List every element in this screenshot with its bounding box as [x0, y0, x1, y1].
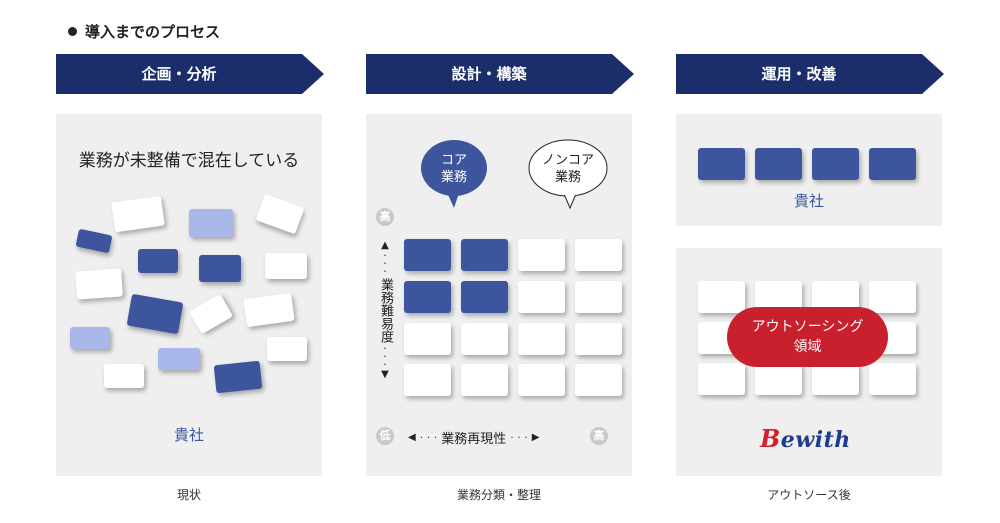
- grid-cell: [698, 281, 745, 313]
- noncore-bubble-text: ノンコア 業務: [526, 152, 610, 186]
- caption-current: 現状: [176, 488, 201, 502]
- task-card: [189, 209, 233, 237]
- high-circle-right: 高: [590, 427, 608, 445]
- step-label-1: 企画・分析: [141, 65, 217, 83]
- task-card: [265, 253, 307, 279]
- outsourcing-area-badge: アウトソーシング 領域: [727, 307, 888, 367]
- task-card: [138, 249, 178, 273]
- caption-design: 業務分類・整理: [456, 488, 541, 502]
- grid-cell: [404, 281, 451, 313]
- grid-cell: [461, 281, 508, 313]
- grid-cell: [461, 323, 508, 355]
- grid-cell: [869, 281, 916, 313]
- bewith-logo-rest: ewith: [780, 427, 851, 453]
- arrow-down-icon: ▼: [381, 369, 389, 380]
- low-circle: 低: [376, 427, 394, 445]
- task-card: [199, 255, 241, 282]
- grid-cell: [575, 281, 622, 313]
- noncore-bubble-line1: ノンコア: [541, 153, 594, 168]
- grid-cell: [461, 364, 508, 396]
- dots-icon: ···: [383, 342, 387, 371]
- difficulty-axis-label: 業務難易度: [378, 278, 393, 343]
- bewith-logo-initial: B: [760, 424, 781, 453]
- noncore-bubble-line2: 業務: [554, 170, 581, 185]
- grid-cell: [755, 363, 802, 395]
- core-bubble-line1: コア: [440, 153, 467, 168]
- grid-cell: [575, 364, 622, 396]
- client-block: [755, 148, 802, 180]
- task-card: [75, 268, 123, 300]
- caption-after: アウトソース後: [767, 488, 851, 502]
- core-bubble: [421, 140, 487, 208]
- task-card: [104, 364, 144, 388]
- difficulty-axis: ▲ ··· 業務難易度 ··· ▼: [374, 240, 396, 406]
- grid-cell: [518, 239, 565, 271]
- grid-cell: [575, 239, 622, 271]
- dots-icon: ···: [383, 249, 387, 278]
- core-bubble-text: コア 業務: [421, 152, 487, 186]
- company-label: 貴社: [173, 426, 204, 444]
- step-label-2: 設計・構築: [451, 65, 527, 83]
- client-block: [812, 148, 859, 180]
- client-block: [869, 148, 916, 180]
- bewith-logo: Bewith: [760, 424, 851, 453]
- company-label: 貴社: [793, 192, 824, 210]
- dots-icon: · · ·: [510, 431, 528, 444]
- high-circle-top: 高: [376, 208, 394, 226]
- grid-cell: [461, 239, 508, 271]
- section-title: 導入までのプロセス: [68, 21, 220, 42]
- grid-cell: [812, 363, 859, 395]
- arrow-left-icon: ◀: [408, 432, 416, 443]
- task-card: [70, 327, 110, 349]
- dots-icon: · · ·: [419, 431, 438, 444]
- noncore-bubble: [528, 139, 608, 210]
- grid-cell: [518, 323, 565, 355]
- reproducibility-axis: ◀ · · · 業務再現性 · · · ▶: [404, 428, 543, 447]
- grid-cell: [518, 364, 565, 396]
- panel-current-heading: 業務が未整備で混在している: [78, 151, 300, 171]
- grid-cell: [518, 281, 565, 313]
- grid-cell: [869, 363, 916, 395]
- section-title-text: 導入までのプロセス: [85, 23, 221, 41]
- task-card: [158, 348, 200, 370]
- outsourcing-line2: 領域: [793, 339, 822, 355]
- step-label-3: 運用・改善: [761, 65, 837, 83]
- grid-cell: [698, 363, 745, 395]
- core-bubble-line2: 業務: [440, 170, 467, 185]
- grid-cell: [404, 323, 451, 355]
- grid-cell: [404, 364, 451, 396]
- reproducibility-axis-label: 業務再現性: [441, 432, 507, 447]
- task-card: [213, 360, 263, 394]
- bullet-dot: [68, 27, 77, 36]
- arrow-up-icon: ▲: [381, 240, 389, 251]
- outsourcing-line1: アウトソーシング: [751, 319, 864, 335]
- grid-cell: [404, 239, 451, 271]
- arrow-right-icon: ▶: [531, 432, 540, 443]
- grid-cell: [575, 323, 622, 355]
- task-card: [267, 337, 307, 361]
- client-block: [698, 148, 745, 180]
